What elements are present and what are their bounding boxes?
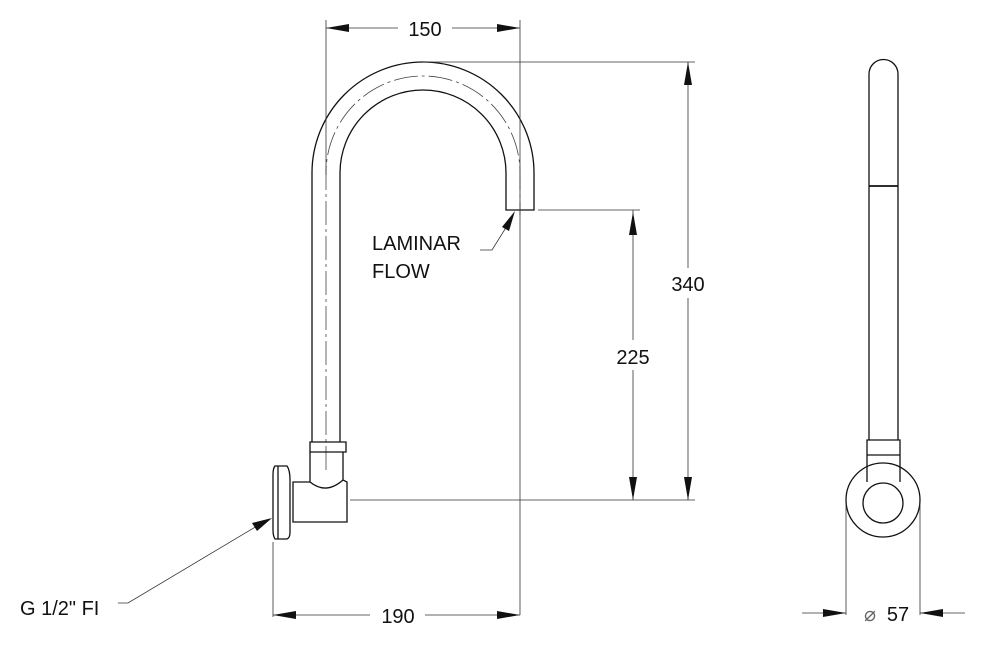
dimension-225: 225 — [538, 209, 650, 500]
side-view — [845, 58, 921, 538]
side-flange-inner — [862, 482, 904, 524]
dim-label-225: 225 — [616, 347, 649, 369]
wall-flange — [272, 465, 291, 540]
dimension-150: 150 — [325, 19, 521, 615]
side-collar — [866, 439, 901, 482]
dimension-diameter-57: ⌀ 57 — [802, 505, 965, 626]
neck — [292, 452, 348, 523]
dim-label-150: 150 — [408, 19, 441, 41]
front-view — [272, 61, 535, 540]
laminar-flow-callout: LAMINAR FLOW — [372, 211, 515, 283]
laminar-label: LAMINAR — [372, 233, 461, 255]
dimension-340: 340 — [350, 61, 705, 501]
diameter-symbol: ⌀ — [864, 604, 876, 626]
spout-outer — [311, 61, 535, 442]
side-flange-outer — [845, 462, 921, 538]
dimension-190: 190 — [272, 542, 520, 628]
inlet-label: G 1/2" FI — [20, 598, 99, 620]
dim-label-190: 190 — [381, 606, 414, 628]
inlet-callout: G 1/2" FI — [20, 518, 272, 620]
flow-label: FLOW — [372, 261, 430, 283]
dim-label-57: 57 — [887, 604, 909, 626]
spout-centerline — [325, 75, 521, 470]
side-spout — [868, 58, 899, 440]
collar — [309, 441, 347, 453]
dim-label-340: 340 — [671, 274, 704, 296]
